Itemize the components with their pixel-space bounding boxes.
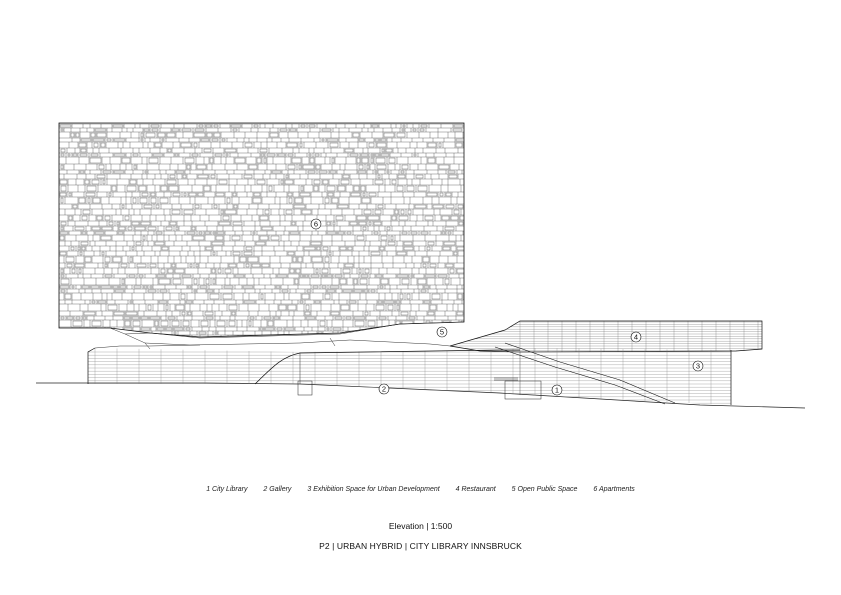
legend-item-gallery: 2 Gallery [263, 486, 292, 493]
marker-5: 5 [436, 326, 448, 338]
area-markers: 1 2 3 4 5 6 [310, 218, 704, 396]
marker-label: 1 [555, 386, 559, 395]
marker-label: 2 [382, 385, 386, 394]
marker-1: 1 [551, 384, 563, 396]
base-volume [87, 342, 732, 405]
elevation-scale-label: Elevation | 1:500 [388, 521, 453, 531]
legend-item-city-library: 1 City Library [206, 486, 248, 493]
marker-3: 3 [692, 360, 704, 372]
legend-item-open-public-space: 5 Open Public Space [511, 486, 578, 493]
marker-2: 2 [378, 383, 390, 395]
legend-item-apartments: 6 Apartments [593, 486, 635, 493]
marker-label: 6 [314, 220, 318, 229]
marker-label: 5 [440, 328, 444, 337]
marker-label: 3 [696, 362, 700, 371]
restaurant-volume [449, 320, 763, 353]
legend-item-restaurant: 4 Restaurant [455, 486, 496, 493]
project-title: P2 | URBAN HYBRID | CITY LIBRARY INNSBRU… [319, 541, 522, 551]
marker-label: 4 [634, 333, 638, 342]
legend-item-exhibition-space: 3 Exhibition Space for Urban Development [307, 486, 440, 493]
tower-podium [94, 321, 465, 350]
legend: 1 City Library 2 Gallery 3 Exhibition Sp… [0, 486, 841, 493]
apartment-tower [58, 122, 465, 338]
marker-4: 4 [630, 331, 642, 343]
marker-6: 6 [310, 218, 322, 230]
ground-line [36, 382, 806, 409]
